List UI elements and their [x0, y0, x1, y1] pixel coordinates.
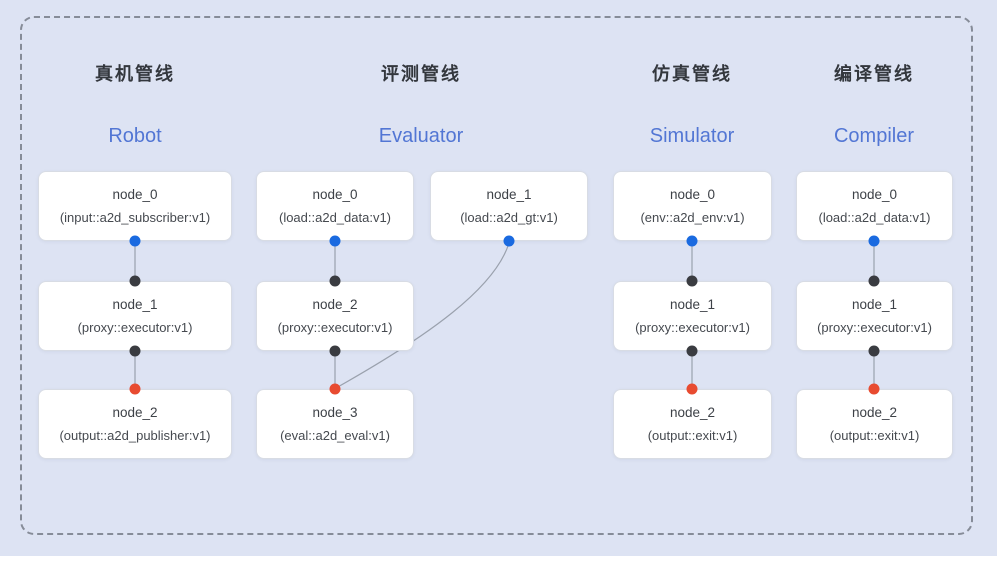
- node-type: (proxy::executor:v1): [635, 319, 750, 335]
- node-name: node_2: [669, 404, 716, 420]
- compiler-node-2: node_2 (output::exit:v1): [796, 389, 953, 459]
- node-type: (eval::a2d_eval:v1): [280, 427, 390, 443]
- node-name: node_1: [486, 186, 532, 202]
- node-name: node_0: [312, 186, 358, 202]
- node-type: (output::a2d_publisher:v1): [59, 427, 211, 443]
- node-type: (proxy::executor:v1): [77, 319, 193, 335]
- dashed-border-frame: [20, 16, 973, 535]
- pipeline-zh-title-evaluator: 评测管线: [381, 64, 461, 84]
- compiler-node-0: node_0 (load::a2d_data:v1): [796, 171, 953, 241]
- evaluator-node-0: node_0 (load::a2d_data:v1): [256, 171, 414, 241]
- pipeline-zh-title-simulator: 仿真管线: [652, 64, 732, 84]
- node-type: (env::a2d_env:v1): [640, 209, 745, 225]
- node-type: (load::a2d_data:v1): [278, 209, 392, 225]
- node-name: node_1: [112, 296, 158, 312]
- node-name: node_0: [112, 186, 158, 202]
- node-name: node_0: [851, 186, 898, 202]
- evaluator-node-3: node_3 (eval::a2d_eval:v1): [256, 389, 414, 459]
- evaluator-node-1: node_1 (load::a2d_gt:v1): [430, 171, 588, 241]
- robot-node-2: node_2 (output::a2d_publisher:v1): [38, 389, 232, 459]
- node-type: (proxy::executor:v1): [277, 319, 393, 335]
- simulator-node-1: node_1 (proxy::executor:v1): [613, 281, 772, 351]
- pipeline-en-title-robot: Robot: [108, 125, 162, 147]
- pipeline-en-title-simulator: Simulator: [649, 125, 735, 147]
- node-name: node_0: [669, 186, 716, 202]
- robot-node-1: node_1 (proxy::executor:v1): [38, 281, 232, 351]
- node-type: (output::exit:v1): [647, 427, 738, 443]
- pipeline-zh-title-compiler: 编译管线: [834, 64, 914, 84]
- node-type: (input::a2d_subscriber:v1): [59, 209, 211, 225]
- node-type: (proxy::executor:v1): [817, 319, 932, 335]
- node-type: (load::a2d_gt:v1): [460, 209, 558, 225]
- compiler-node-1: node_1 (proxy::executor:v1): [796, 281, 953, 351]
- pipeline-zh-title-robot: 真机管线: [95, 64, 175, 84]
- node-name: node_2: [312, 296, 358, 312]
- node-name: node_1: [669, 296, 716, 312]
- evaluator-node-2: node_2 (proxy::executor:v1): [256, 281, 414, 351]
- node-type: (load::a2d_data:v1): [818, 209, 931, 225]
- node-name: node_2: [851, 404, 898, 420]
- node-name: node_3: [312, 404, 358, 420]
- node-name: node_2: [112, 404, 158, 420]
- pipeline-en-title-evaluator: Evaluator: [378, 125, 464, 147]
- node-type: (output::exit:v1): [829, 427, 920, 443]
- simulator-node-0: node_0 (env::a2d_env:v1): [613, 171, 772, 241]
- robot-node-0: node_0 (input::a2d_subscriber:v1): [38, 171, 232, 241]
- simulator-node-2: node_2 (output::exit:v1): [613, 389, 772, 459]
- pipeline-en-title-compiler: Compiler: [833, 125, 915, 147]
- bottom-strip: [0, 556, 997, 563]
- node-name: node_1: [851, 296, 898, 312]
